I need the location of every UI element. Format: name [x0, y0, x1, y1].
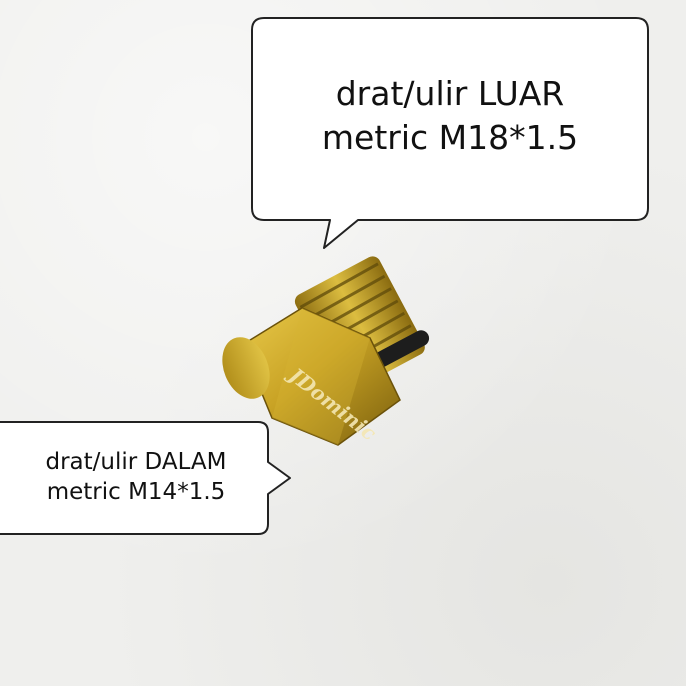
internal-thread-label: drat/ulir DALAM metric M14*1.5 [2, 447, 270, 508]
callout-bubble-internal [0, 421, 291, 535]
callout-bubble-external [251, 17, 649, 249]
internal-thread-line2: metric M14*1.5 [46, 479, 226, 506]
brass-fitting-image: JDominic [222, 256, 430, 446]
external-thread-line1: drat/ulir LUAR [335, 74, 565, 113]
external-thread-line2: metric M18*1.5 [321, 117, 579, 157]
internal-thread-line1: drat/ulir DALAM [45, 449, 227, 475]
external-thread-label: drat/ulir LUAR metric M18*1.5 [254, 72, 646, 159]
